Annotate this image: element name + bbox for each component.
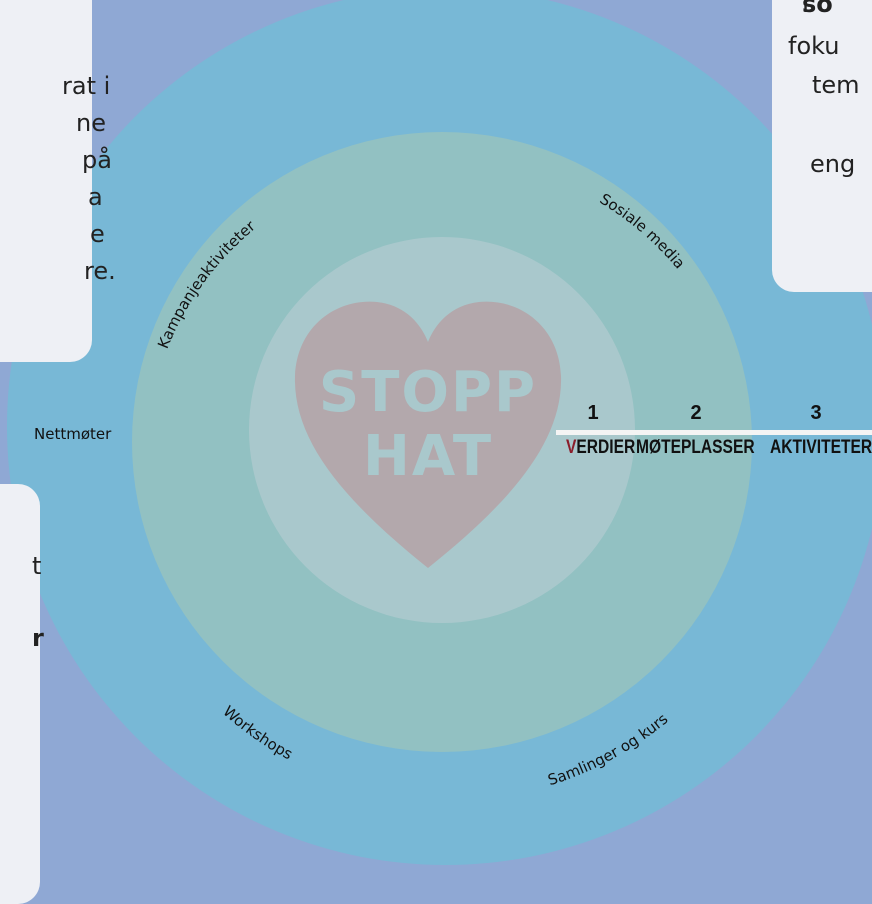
center-title-line-2: HAT [362, 424, 494, 489]
info-card-left-bottom: t r [0, 484, 44, 904]
legend-divider [556, 430, 872, 435]
card-text-line: r [32, 624, 44, 652]
card-text-line: på [82, 146, 112, 174]
info-card-right-top: I so foku tem eng [772, 0, 872, 292]
card-text-line: tem [812, 71, 860, 99]
card-text-line: ne [76, 109, 106, 137]
legend-number-1: 1 [587, 402, 599, 424]
label-kampanjeaktiviteter: Kampanjeaktiviteter [154, 216, 259, 351]
label-samlinger-og-kurs: Samlinger og kurs [546, 710, 672, 789]
activity-labels: Kampanjeaktiviteter Sosiale media Worksh… [154, 190, 689, 789]
center-title-line-1: STOPP [318, 360, 538, 425]
label-sosiale-media: Sosiale media [597, 190, 689, 273]
card-text-line: t [32, 552, 42, 580]
card-text-line: re. [84, 257, 116, 285]
label-workshops: Workshops [219, 702, 295, 763]
info-card-left-top: rat i ne på a e re. [0, 0, 116, 362]
legend-label-verdier: VERDIER [566, 437, 635, 459]
card-text-line: rat i [62, 72, 111, 100]
card-text-line: I so [802, 0, 833, 18]
label-nettmoter: Nettmøter [34, 425, 112, 443]
legend-label-verdier-rest: ERDIER [576, 437, 636, 458]
card-text-line: e [90, 220, 105, 248]
legend-number-3: 3 [810, 402, 822, 424]
heart-shape [294, 301, 562, 568]
card-text-line: foku [788, 32, 840, 60]
legend-label-moteplasser: MØTEPLASSER [636, 437, 755, 458]
heart-icon: STOPP HAT [283, 290, 573, 580]
legend-number-2: 2 [690, 402, 702, 424]
legend-label-aktiviteter: AKTIVITETER [770, 437, 872, 458]
card-text-line: a [88, 183, 103, 211]
card-text-line: eng [810, 150, 856, 178]
legend-label-verdier-first: V [566, 437, 577, 458]
